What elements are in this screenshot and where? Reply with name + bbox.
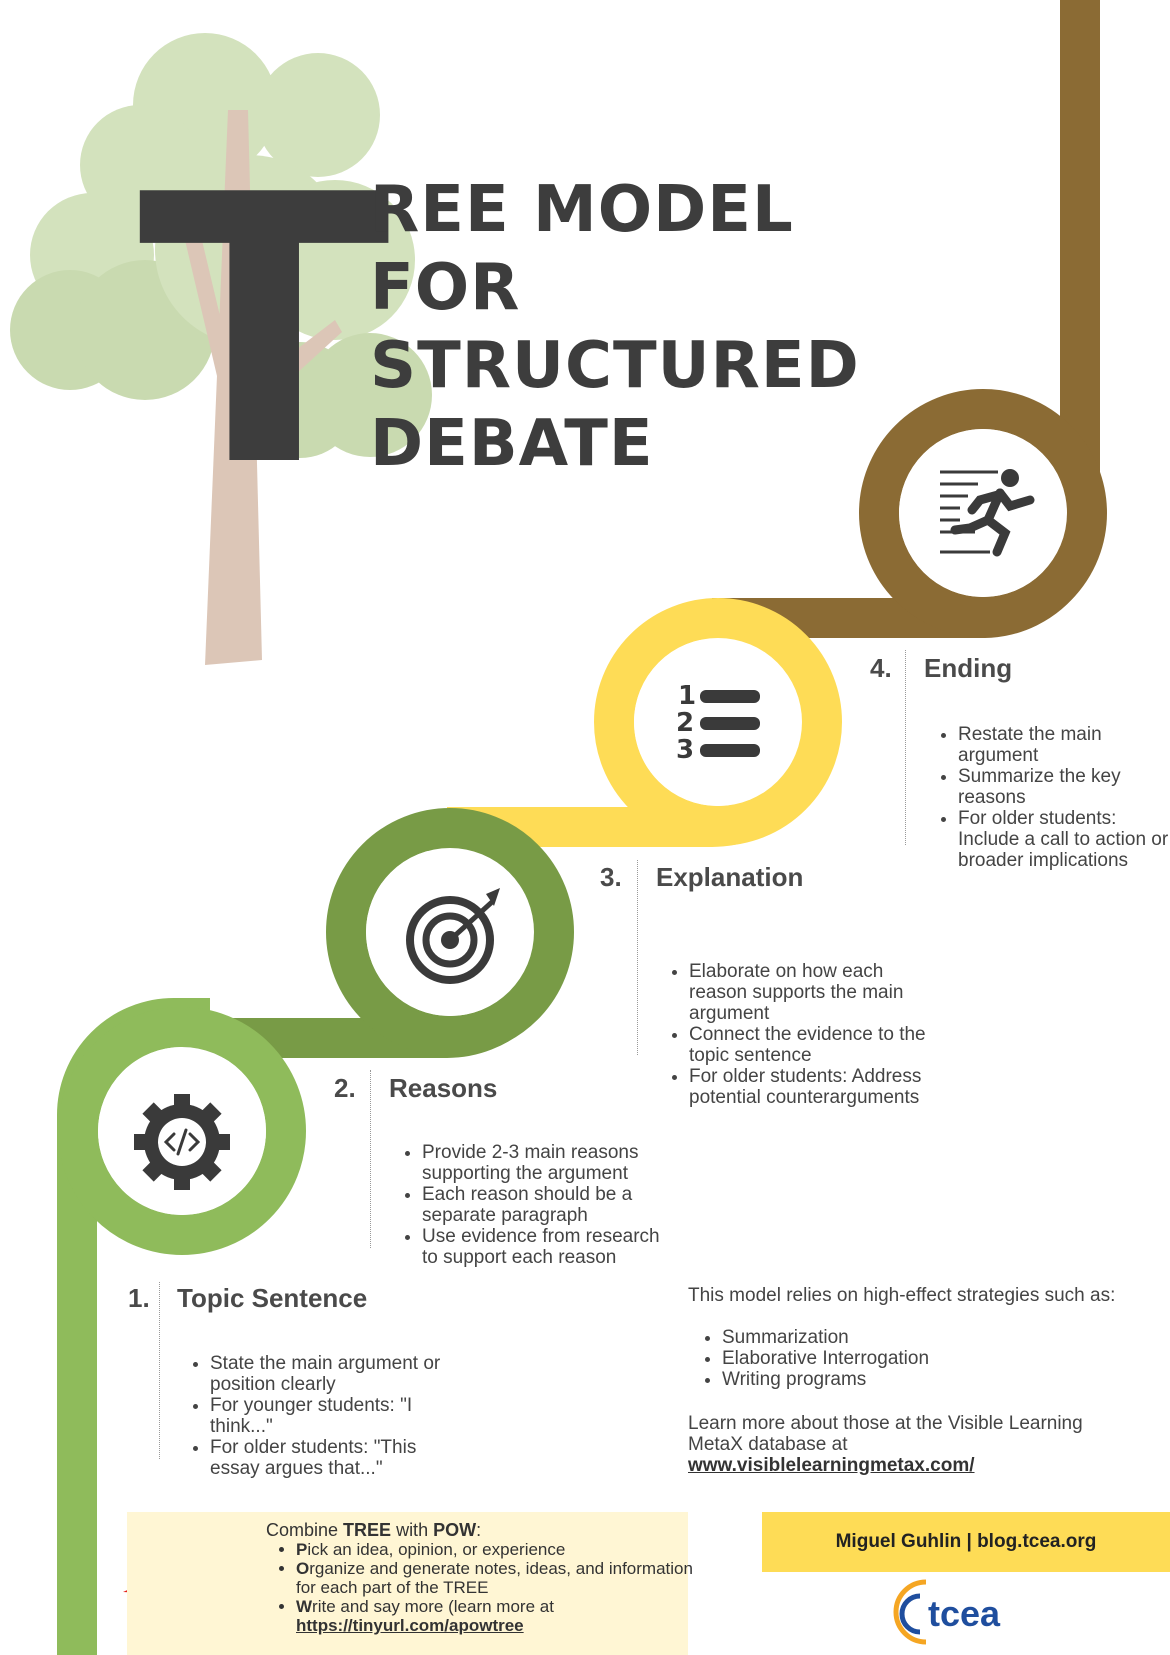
step1-ring (58, 1007, 306, 1255)
credit-banner: Miguel Guhlin | blog.tcea.org (762, 1512, 1170, 1572)
title-line-3: STRUCTURED (370, 329, 860, 403)
step1-divider (159, 1282, 160, 1459)
title-big-letter: T (138, 118, 390, 548)
tree-illustration (10, 33, 432, 665)
step3-number: 3. (600, 862, 622, 892)
numbered-list-icon: 1 2 3 (676, 681, 760, 765)
pow-intro-prefix: Combine (266, 1520, 344, 1540)
step4-ring (859, 389, 1107, 637)
list-item: For older students: Include a call to ac… (958, 808, 1170, 871)
strategies-intro: This model relies on high-effect strateg… (688, 1285, 1116, 1306)
step1-bullets: State the main argument or position clea… (190, 1353, 470, 1479)
pow-initial: P (296, 1540, 308, 1559)
pow-item-text: ick an idea, opinion, or experience (307, 1540, 566, 1559)
pow-list: Pick an idea, opinion, or experience Org… (278, 1540, 696, 1635)
list-item: Provide 2-3 main reasons supporting the … (422, 1142, 677, 1184)
list-item: Write and say more (learn more athttps:/… (296, 1597, 696, 1635)
tcea-logo: tcea (893, 1579, 1001, 1645)
step4-number: 4. (870, 653, 892, 683)
step3-title: Explanation (656, 862, 804, 892)
list-item: For younger students: "I think..." (210, 1395, 470, 1437)
list-item: For older students: Address potential co… (689, 1066, 944, 1108)
pow-item-text: rganize and generate notes, ideas, and i… (296, 1559, 693, 1597)
step2-divider (370, 1070, 371, 1248)
pow-item-text: rite and say more (learn more at (312, 1597, 554, 1616)
title-line-4: DEBATE (370, 407, 654, 481)
pow-pow-word: POW (433, 1520, 477, 1540)
list-item: Summarize the key reasons (958, 766, 1170, 808)
svg-text:3: 3 (676, 735, 694, 765)
step4-title: Ending (924, 653, 1013, 683)
list-item: Summarization (722, 1327, 1022, 1348)
step2-number: 2. (334, 1073, 356, 1103)
step1-title: Topic Sentence (177, 1283, 368, 1313)
svg-text:2: 2 (676, 708, 694, 738)
title-line-2: FOR (370, 251, 521, 325)
step3-divider (637, 860, 638, 1055)
pow-intro-mid: with (391, 1520, 434, 1540)
pow-initial: O (296, 1559, 310, 1578)
step4-divider (905, 650, 906, 845)
list-item: Each reason should be a separate paragra… (422, 1184, 677, 1226)
list-item: Elaborative Interrogation (722, 1348, 1022, 1369)
pow-intro: Combine TREE with POW: (266, 1521, 481, 1540)
list-item: Restate the main argument (958, 724, 1170, 766)
tcea-logo-text: tcea (928, 1593, 1001, 1634)
learn-more-text: Learn more about those at the Visible Le… (688, 1413, 1138, 1476)
pow-initial: W (296, 1597, 313, 1616)
learn-more-label: Learn more about those at the Visible Le… (688, 1413, 1083, 1455)
target-icon (406, 888, 500, 984)
step2-title: Reasons (389, 1073, 498, 1103)
running-person-icon (940, 469, 1035, 557)
list-item: Use evidence from research to support ea… (422, 1226, 677, 1268)
author-credit: Miguel Guhlin | blog.tcea.org (835, 1531, 1097, 1552)
svg-text:1: 1 (678, 681, 696, 711)
list-item: Elaborate on how each reason supports th… (689, 961, 944, 1024)
title-line-1: REE MODEL (370, 173, 794, 247)
pow-tree-link[interactable]: https://tinyurl.com/apowtree (296, 1616, 524, 1635)
pow-tree-word: TREE (343, 1520, 392, 1540)
strategies-list: Summarization Elaborative Interrogation … (702, 1327, 1022, 1390)
step2-bullets: Provide 2-3 main reasons supporting the … (402, 1142, 677, 1268)
step3-bullets: Elaborate on how each reason supports th… (669, 961, 944, 1108)
visible-learning-link[interactable]: www.visiblelearningmetax.com/ (688, 1455, 975, 1476)
list-item: Connect the evidence to the topic senten… (689, 1024, 944, 1066)
list-item: Writing programs (722, 1369, 1022, 1390)
step2-ring (326, 808, 574, 1056)
pow-callout (127, 1512, 688, 1655)
step1-number: 1. (128, 1283, 150, 1313)
step3-ring (594, 598, 842, 846)
list-item: State the main argument or position clea… (210, 1353, 470, 1395)
code-gear-icon (134, 1094, 230, 1190)
list-item: Organize and generate notes, ideas, and … (296, 1559, 696, 1597)
pow-intro-suffix: : (476, 1520, 482, 1540)
step4-bullets: Restate the main argument Summarize the … (938, 724, 1170, 871)
list-item: Pick an idea, opinion, or experience (296, 1540, 696, 1559)
list-item: For older students: "This essay argues t… (210, 1437, 470, 1479)
